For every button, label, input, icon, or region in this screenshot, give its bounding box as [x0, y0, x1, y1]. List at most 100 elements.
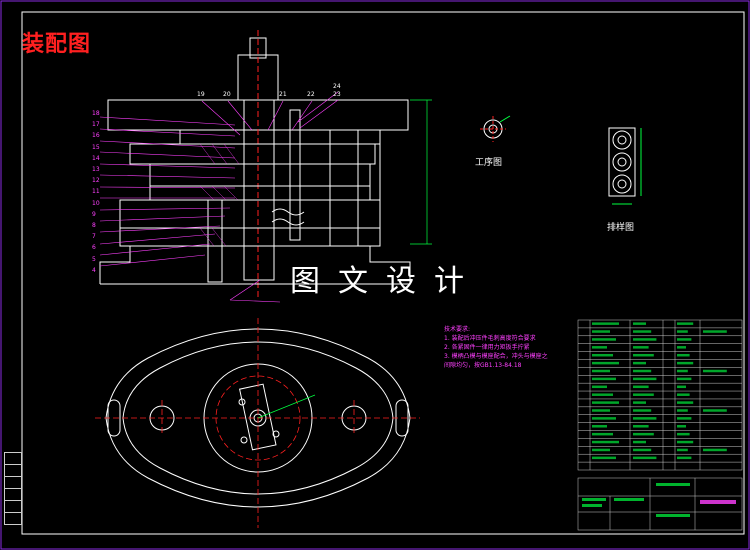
bom-cell-mark [592, 440, 619, 444]
bom-cell-mark [633, 361, 646, 365]
part-number-label: 20 [223, 91, 231, 98]
part-number-label: 5 [92, 255, 96, 263]
bom-cell-mark [633, 393, 654, 396]
bom-cell-mark [592, 417, 616, 420]
bom-cell-mark [592, 448, 610, 452]
bom-cell-mark [677, 361, 694, 365]
technical-requirements: 技术要求: 1. 装配后冲压件毛刺高度符合要求 2. 各紧固件一律用力矩扳手拧紧… [444, 325, 548, 370]
parts-list-table [577, 319, 743, 471]
left-margin-stamp [4, 452, 22, 525]
bom-cell-mark [592, 377, 616, 381]
bom-cell-mark [633, 417, 657, 420]
part-number-label: 7 [92, 233, 96, 241]
bom-cell-mark [592, 338, 616, 341]
bom-cell-mark [592, 385, 607, 389]
part-number-label: 22 [307, 91, 315, 98]
bom-cell-mark [592, 432, 613, 436]
bom-cell-mark [633, 432, 654, 436]
bottom-leader [229, 279, 281, 303]
tech-line: 1. 装配后冲压件毛刺高度符合要求 [444, 335, 536, 342]
tech-line: 3. 模柄凸模与模座配合，冲头与模座之 [444, 353, 548, 360]
part-number-label: 17 [92, 121, 100, 129]
bom-cell-mark [633, 346, 649, 349]
process-view-part [480, 115, 511, 142]
inner-frame [21, 11, 745, 535]
bom-cell-mark [592, 369, 610, 373]
process-view-label: 工序图 [475, 158, 503, 168]
bom-cell-mark [592, 409, 610, 412]
strip-layout-view [608, 127, 642, 205]
tech-line: 间隙均匀，按GB1.13-84.18 [444, 362, 522, 369]
part-number-label: 12 [92, 177, 100, 185]
bom-cell-mark [677, 353, 690, 357]
bom-cell-mark [703, 330, 727, 333]
bom-cell-mark [633, 425, 649, 428]
section-hatching [199, 143, 240, 247]
bom-cell-mark [633, 377, 657, 381]
part-number-label: 21 [279, 91, 287, 98]
bom-cell-mark [592, 393, 613, 396]
bom-cell-mark [677, 385, 686, 389]
bom-cell-mark [677, 322, 694, 325]
watermark-text: 图文设计 [290, 264, 482, 299]
part-number-label: 24 [333, 83, 341, 90]
bom-cell-mark [677, 425, 686, 428]
bom-cell-mark [633, 448, 652, 452]
bom-cell-mark [592, 353, 613, 357]
part-number-label: 18 [92, 110, 100, 117]
part-number-label: 8 [92, 222, 96, 229]
bom-cell-mark [703, 409, 727, 412]
part-number-label: 13 [92, 166, 100, 173]
drawing-title: 装配图 [22, 32, 92, 57]
bom-cell-mark [677, 338, 692, 341]
bom-cell-mark [677, 432, 690, 436]
bom-cell-mark [703, 369, 727, 373]
height-dimension [410, 99, 432, 245]
bom-cell-mark [677, 440, 694, 444]
bom-cell-mark [592, 330, 610, 333]
parts-list-text [592, 322, 727, 460]
bom-cell-mark [677, 369, 688, 373]
top-leader-lines [201, 91, 339, 136]
bom-cell-mark [633, 338, 657, 341]
bom-cell-mark [633, 385, 649, 389]
bom-cell-mark [633, 330, 652, 333]
bom-cell-mark [677, 456, 692, 460]
bom-cell-mark [592, 361, 619, 365]
bom-cell-mark [677, 448, 688, 452]
bom-cell-mark [592, 322, 619, 325]
bom-cell-mark [633, 401, 646, 404]
bom-cell-mark [677, 409, 688, 412]
bom-cell-mark [592, 456, 616, 460]
bom-cell-mark [677, 330, 688, 333]
bom-cell-mark [633, 440, 646, 444]
front-section-view [99, 30, 411, 300]
part-number-label: 6 [92, 244, 96, 252]
bom-cell-mark [633, 322, 646, 325]
bom-cell-mark [703, 448, 727, 452]
left-leader-lines [99, 116, 236, 267]
part-number-label: 23 [333, 91, 341, 98]
bom-cell-mark [592, 346, 607, 349]
part-number-label: 10 [92, 199, 100, 207]
part-number-label: 11 [92, 188, 100, 196]
bom-cell-mark [677, 401, 694, 404]
title-block-fill [582, 483, 736, 517]
tech-line: 2. 各紧固件一律用力矩扳手拧紧 [444, 344, 530, 351]
radius-dimension [257, 394, 316, 419]
plan-centerlines [95, 318, 420, 528]
bom-cell-mark [677, 346, 686, 349]
part-number-label: 19 [197, 91, 205, 98]
bom-cell-mark [677, 417, 692, 420]
part-number-label: 4 [92, 266, 96, 274]
bom-cell-mark [592, 401, 619, 404]
tech-heading: 技术要求: [444, 326, 471, 333]
bom-cell-mark [633, 409, 652, 412]
bom-cell-mark [677, 393, 690, 396]
part-number-label: 9 [92, 210, 96, 218]
part-number-label: 15 [92, 143, 100, 151]
layout-view-label: 排样图 [607, 223, 635, 233]
bom-cell-mark [677, 377, 692, 381]
bom-cell-mark [633, 369, 652, 373]
